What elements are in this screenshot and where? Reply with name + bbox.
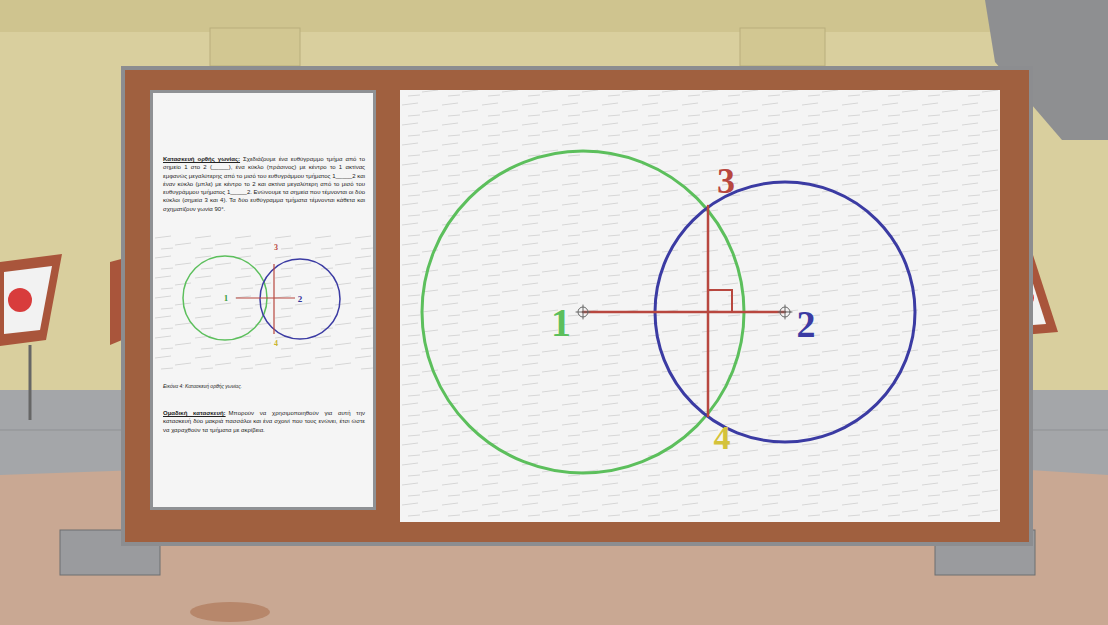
poster-text: Σχεδιάζουμε ένα ευθύγραμμο τμήμα από το … [163,156,365,212]
point-number: 4 [274,340,278,348]
point-number: 1 [224,294,229,303]
poster-paragraph: Ομαδική κατασκευή:Μπορούν να χρησιμοποιη… [163,409,365,434]
poster-heading: Κατασκευή ορθής γωνίας: [163,156,240,162]
poster-text: Εικόνα 4: Κατασκευή ορθής γωνίας. [163,383,242,389]
poster-heading: Ομαδική κατασκευή: [163,410,226,416]
poster-panel: Κατασκευή ορθής γωνίας:Σχεδιάζουμε ένα ε… [150,90,376,510]
point-number: 3 [274,244,278,252]
point-number: 2 [797,305,816,343]
poster-paragraph: Εικόνα 4: Κατασκευή ορθής γωνίας. [163,383,365,390]
mini-construction [153,233,373,373]
point-number: 3 [717,163,735,199]
point-number: 1 [551,303,571,343]
poster-paragraph: Κατασκευή ορθής γωνίας:Σχεδιάζουμε ένα ε… [163,155,365,213]
point-number: 2 [298,295,303,304]
point-number: 4 [714,421,731,455]
